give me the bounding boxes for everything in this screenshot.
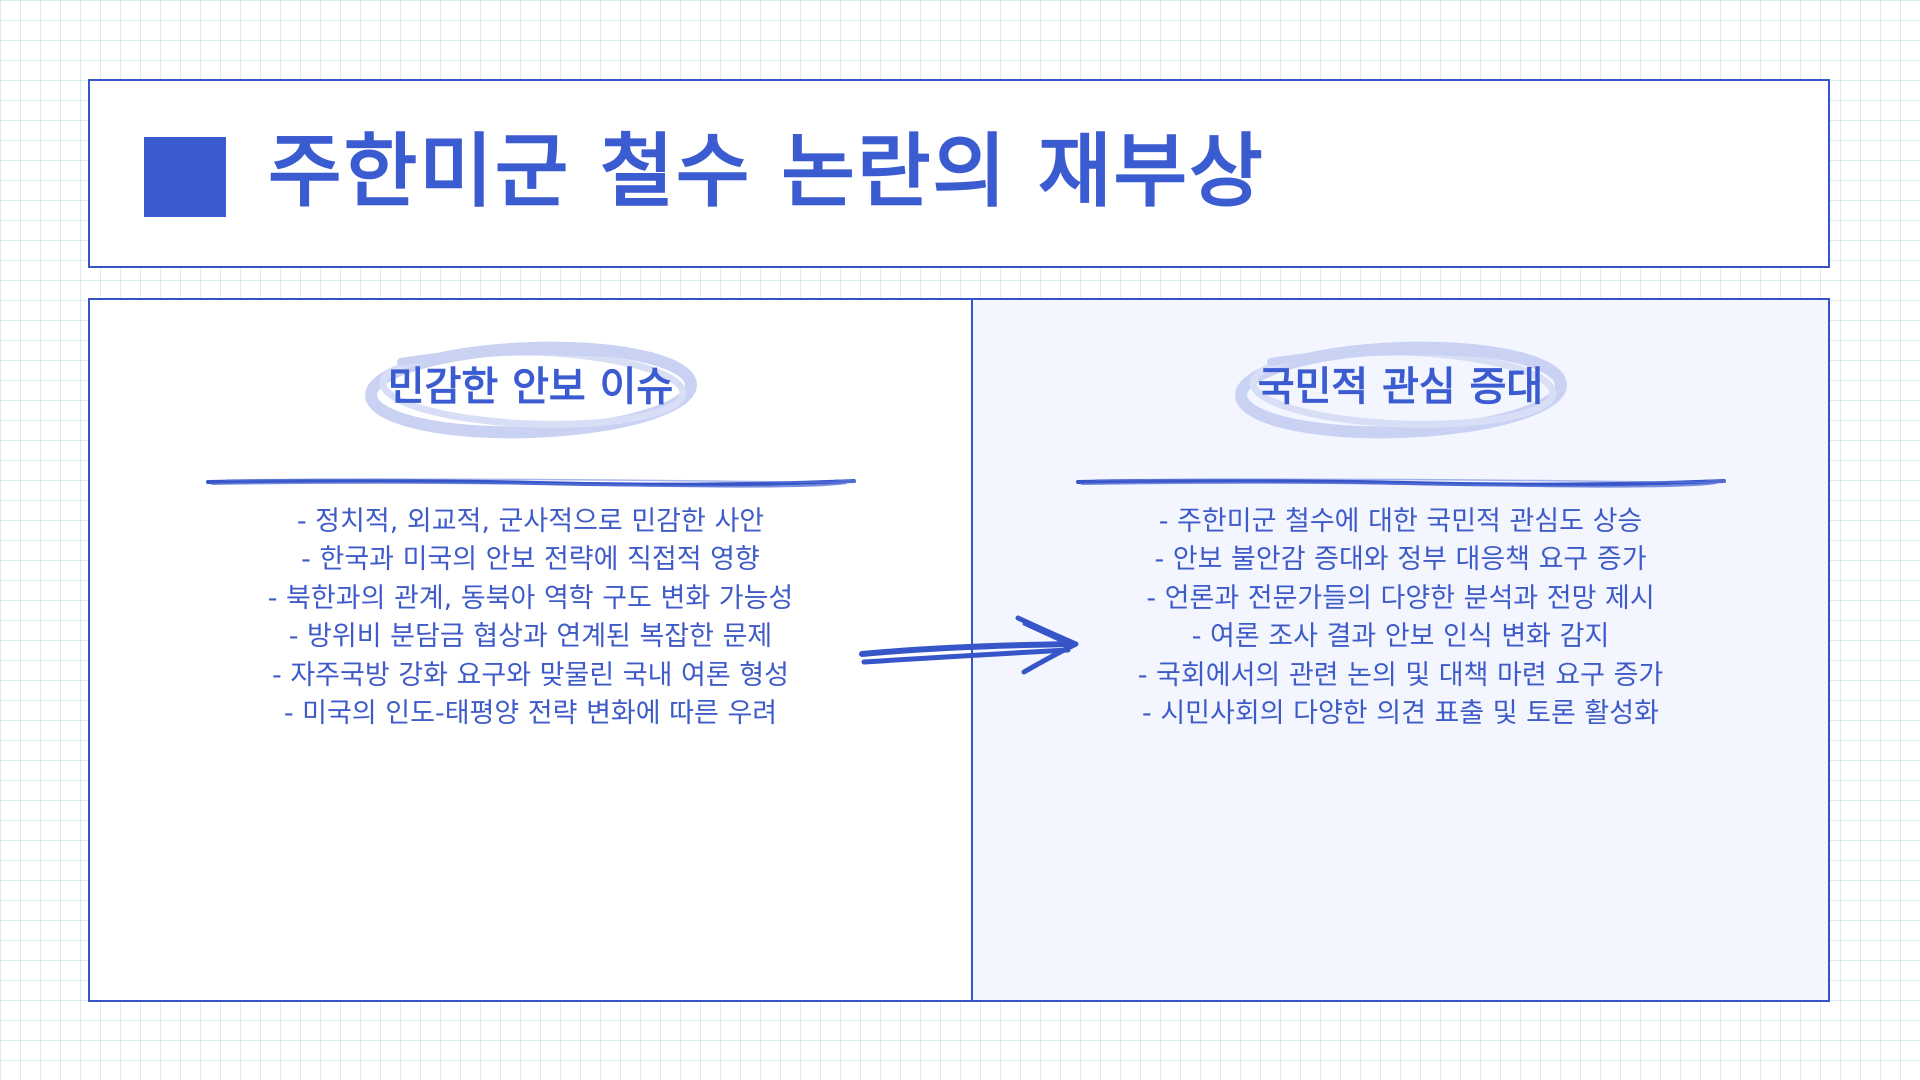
right-heading-group: 국민적 관심 증대 — [973, 330, 1828, 488]
list-item: - 자주국방 강화 요구와 맞물린 국내 여론 형성 — [272, 659, 789, 691]
hand-drawn-arrow-icon — [859, 615, 1079, 675]
list-item: - 안보 불안감 증대와 정부 대응책 요구 증가 — [1154, 544, 1647, 576]
list-item: - 시민사회의 다양한 의견 표출 및 토론 활성화 — [1142, 698, 1659, 730]
list-item: - 국회에서의 관련 논의 및 대책 마련 요구 증가 — [1137, 659, 1664, 691]
list-item: - 한국과 미국의 안보 전략에 직접적 영향 — [301, 544, 760, 576]
list-item: - 여론 조사 결과 안보 인식 변화 감지 — [1191, 621, 1610, 653]
brush-ellipse-icon — [364, 341, 697, 439]
brush-stroke-icon — [1075, 478, 1726, 488]
list-item: - 정치적, 외교적, 군사적으로 민감한 사안 — [296, 506, 765, 537]
list-item: - 미국의 인도-태평양 전략 변화에 따른 우려 — [283, 698, 778, 730]
brush-ellipse-icon — [1234, 341, 1567, 439]
right-panel: 국민적 관심 증대 - 주한미군 철수에 대한 국민적 관심도 상승 - 안보 … — [973, 300, 1828, 1000]
left-panel-heading: 민감한 안보 이슈 — [387, 364, 674, 410]
list-item: - 방위비 분담금 협상과 연계된 복잡한 문제 — [288, 621, 773, 653]
left-heading-group: 민감한 안보 이슈 — [90, 330, 971, 488]
list-item: - 주한미군 철수에 대한 국민적 관심도 상승 — [1158, 506, 1643, 537]
right-bullet-list: - 주한미군 철수에 대한 국민적 관심도 상승 - 안보 불안감 증대와 정부… — [973, 503, 1828, 733]
left-bullet-list: - 정치적, 외교적, 군사적으로 민감한 사안 - 한국과 미국의 안보 전략… — [90, 503, 971, 733]
right-panel-heading: 국민적 관심 증대 — [1257, 364, 1544, 410]
left-panel: 민감한 안보 이슈 - 정치적, 외교적, 군사적으로 민감한 사안 - 한국과… — [90, 300, 973, 1000]
content-box: 민감한 안보 이슈 - 정치적, 외교적, 군사적으로 민감한 사안 - 한국과… — [88, 298, 1830, 1002]
list-item: - 북한과의 관계, 동북아 역학 구도 변화 가능성 — [267, 582, 794, 614]
brush-stroke-icon — [205, 478, 856, 488]
page-title: 주한미군 철수 논란의 재부상 — [268, 125, 1265, 218]
title-box: 주한미군 철수 논란의 재부상 — [88, 79, 1830, 268]
list-item: - 언론과 전문가들의 다양한 분석과 전망 제시 — [1146, 582, 1655, 614]
title-square-icon — [144, 137, 226, 217]
